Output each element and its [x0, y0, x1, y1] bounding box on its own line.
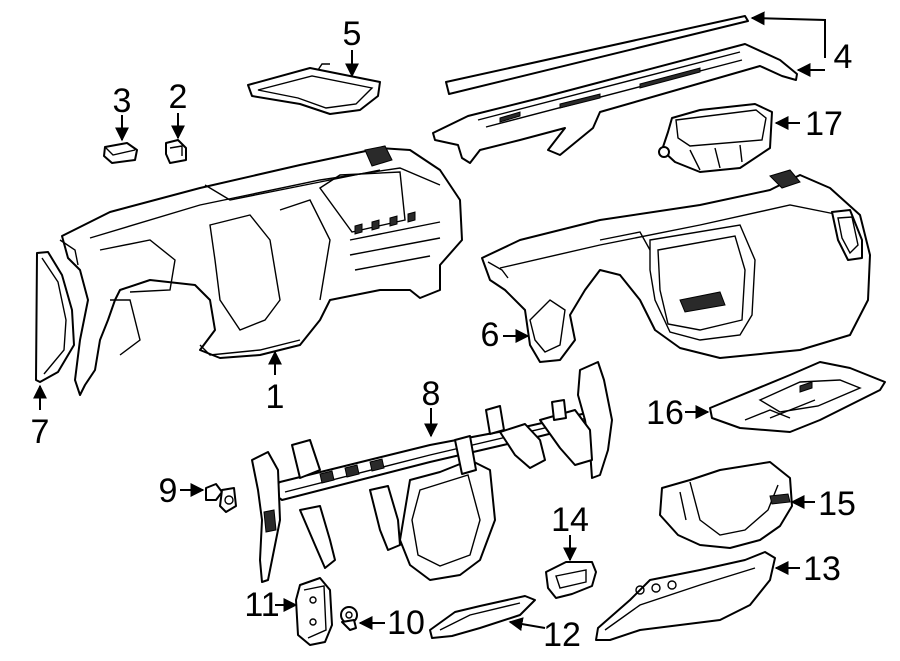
part-17-airbag-module	[658, 103, 773, 173]
leader-12	[508, 617, 546, 632]
callout-labels: 1 2 3 4 5 6 7 8 9 10 11 12 13 14 15 16 1…	[31, 15, 856, 654]
part-16-knee-bolster-tray	[709, 361, 886, 433]
callout-6: 6	[481, 316, 500, 354]
callout-11: 11	[244, 586, 279, 624]
part-1-instrument-panel-carrier	[59, 145, 463, 396]
callout-10: 10	[387, 604, 425, 642]
part-6-instrument-panel-pad	[481, 169, 871, 363]
callout-16: 16	[646, 394, 684, 432]
part-10-fastener	[340, 606, 358, 631]
callout-8: 8	[422, 375, 441, 413]
callout-14: 14	[551, 501, 589, 539]
part-11-mounting-bracket	[295, 577, 333, 646]
leader-4	[750, 11, 826, 58]
callout-9: 9	[159, 472, 178, 510]
part-2-bracket	[165, 139, 187, 164]
part-15-glove-box-bin	[659, 461, 793, 549]
callout-17: 17	[805, 105, 843, 143]
part-5-storage-tray	[247, 63, 381, 115]
part-3-clip	[103, 142, 138, 164]
callout-5: 5	[343, 15, 362, 53]
callout-leaders	[33, 11, 826, 632]
part-12-lower-bracket	[429, 595, 536, 639]
part-8-cross-car-beam	[251, 361, 613, 583]
callout-1: 1	[266, 378, 285, 416]
callout-2: 2	[169, 78, 188, 116]
callout-3: 3	[113, 82, 132, 120]
part-4-upper-trim-panel	[432, 15, 798, 164]
part-9-bolt	[205, 483, 237, 513]
callout-15: 15	[818, 485, 856, 523]
part-14-bezel	[545, 561, 597, 599]
callout-12: 12	[543, 616, 581, 654]
callout-13: 13	[803, 550, 841, 588]
callout-4: 4	[834, 38, 853, 76]
part-13-lower-trim-panel	[595, 551, 776, 641]
part-7-end-cap	[35, 251, 75, 383]
callout-7: 7	[31, 413, 50, 451]
